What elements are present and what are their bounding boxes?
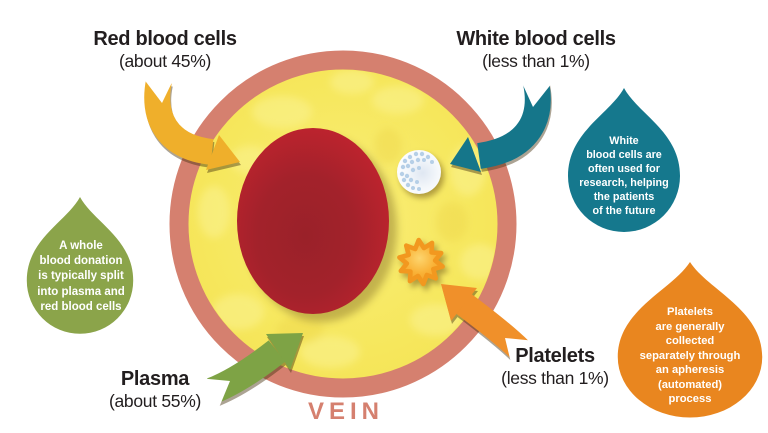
plasma-texture	[198, 70, 497, 368]
red-blood-cells-label: Red blood cells (about 45%)	[70, 28, 260, 72]
white-blood-cells-title: White blood cells	[456, 28, 616, 50]
plasma-arrow	[198, 333, 303, 410]
platelets-percent: (less than 1%)	[501, 368, 609, 388]
platelet-arrow	[441, 284, 536, 367]
platelets-label: Platelets (less than 1%)	[460, 345, 650, 389]
red-blood-cell-shape	[237, 128, 389, 314]
white-blood-cells-percent: (less than 1%)	[482, 51, 590, 71]
white-blood-cell-dots	[399, 151, 434, 191]
white-cells-droplet-text: White blood cells are often used for res…	[579, 135, 669, 218]
platelet-arrow-tail-notch	[505, 338, 536, 367]
plasma-title: Plasma	[120, 368, 190, 390]
rbc-arrow-tail-notch	[140, 70, 178, 103]
white-blood-cells-label: White blood cells (less than 1%)	[441, 28, 631, 72]
platelets-droplet-text: Platelets are generally collected separa…	[639, 306, 741, 406]
red-blood-cells-percent: (about 45%)	[118, 51, 212, 71]
whole-blood-droplet-text: A whole blood donation is typically spli…	[37, 240, 125, 313]
info-droplet-platelets	[617, 262, 763, 418]
wbc-arrow	[450, 72, 556, 172]
platelets-title: Platelets	[515, 345, 595, 367]
red-blood-cells-title: Red blood cells	[93, 28, 237, 50]
plasma-label: Plasma (about 55%)	[60, 368, 250, 412]
rbc-arrow	[140, 70, 240, 170]
wbc-arrow-tail-notch	[517, 72, 556, 107]
plasma-arrow-tail-notch	[198, 378, 230, 410]
info-droplet-whole-blood	[26, 197, 134, 334]
plasma-percent: (about 55%)	[108, 391, 202, 411]
white-blood-cell-shape	[397, 150, 441, 194]
platelet-shape	[397, 237, 445, 287]
info-droplet-white-cells	[568, 88, 680, 232]
vein-caption: VEIN	[307, 398, 384, 425]
